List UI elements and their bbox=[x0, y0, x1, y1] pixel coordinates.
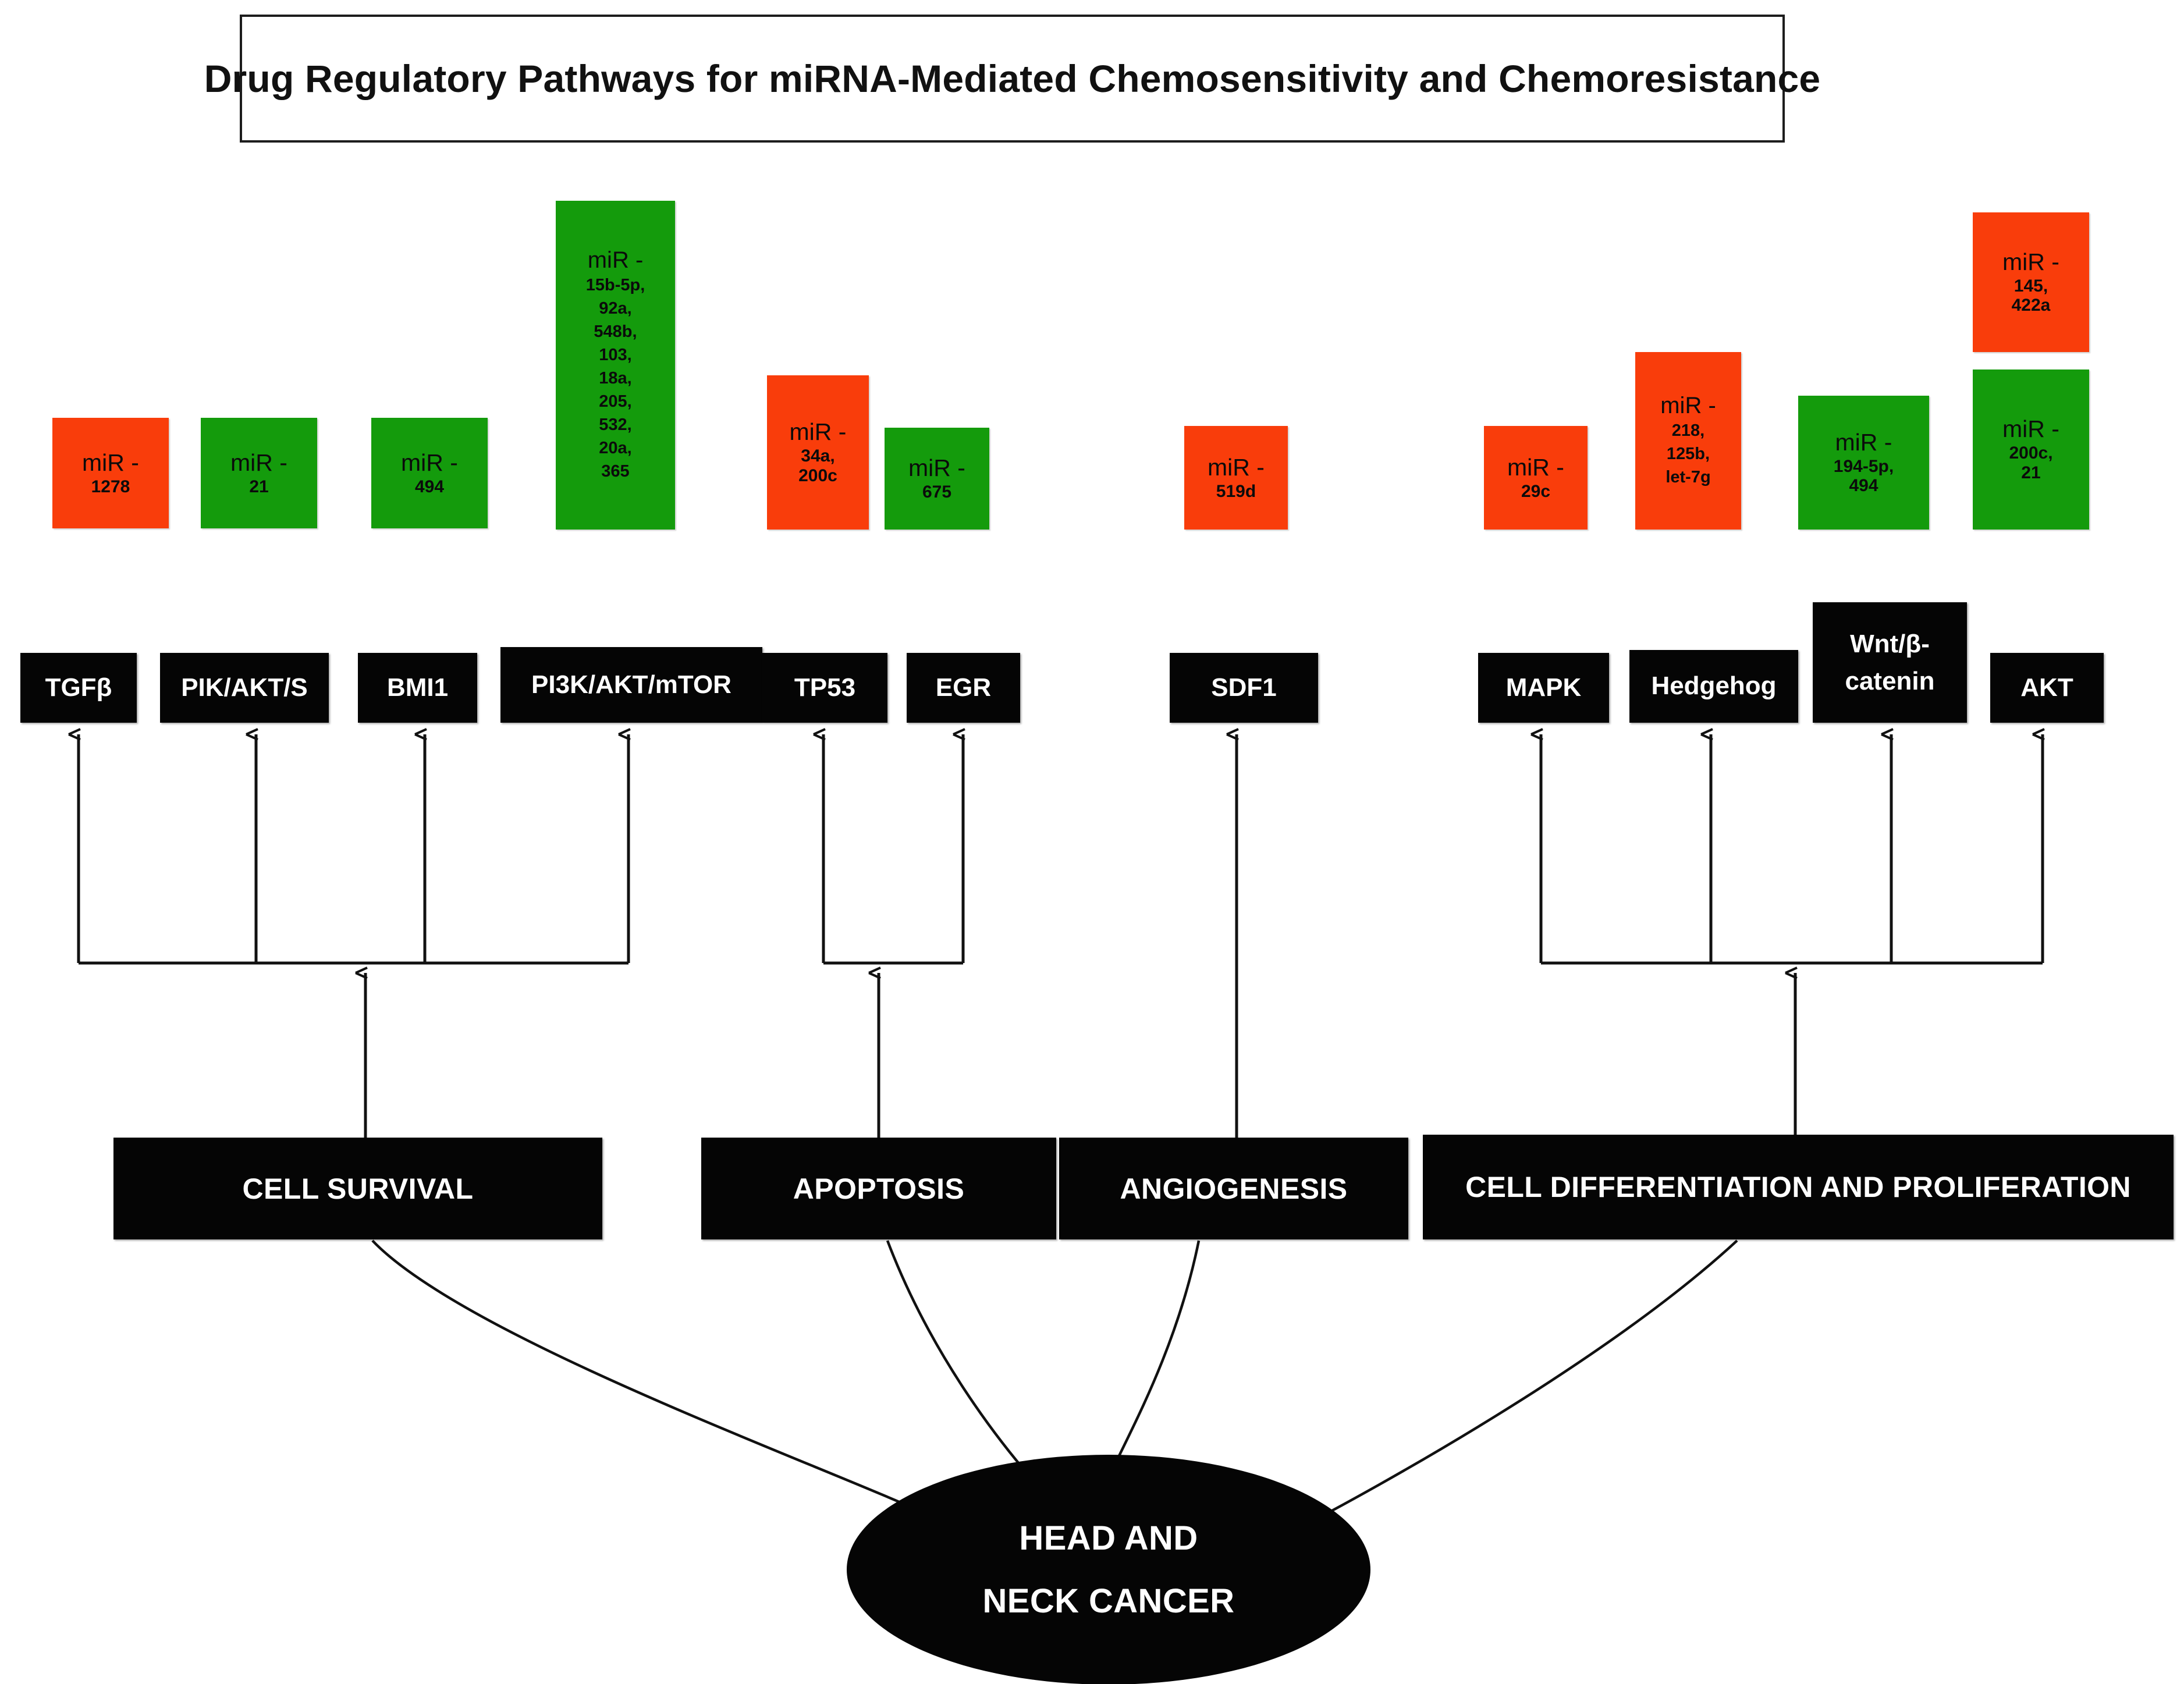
mirna-ids-label: 218,125b,let-7g bbox=[1665, 421, 1711, 487]
page-title: Drug Regulatory Pathways for miRNA-Media… bbox=[204, 57, 1821, 100]
mirna-head-label: miR - bbox=[1507, 453, 1564, 481]
pathway-box-pi3k-akt-mtor[interactable]: PI3K/AKT/mTOR bbox=[500, 647, 762, 723]
pathway-label: Wnt/β-catenin bbox=[1845, 629, 1935, 695]
mirna-box-mir-cellsurvival-panel[interactable]: miR - 15b-5p,92a,548b,103,18a,205,532,20a… bbox=[556, 201, 675, 530]
pathway-label: TP53 bbox=[794, 673, 856, 702]
mirna-head-label: miR - bbox=[2002, 415, 2059, 443]
mirna-ids-label: 200c,21 bbox=[2009, 443, 2053, 482]
mirna-box-mir-519d[interactable]: miR -519d bbox=[1184, 426, 1288, 530]
mirna-head-label: miR - bbox=[1835, 428, 1892, 456]
mirna-head-label: miR - bbox=[1208, 453, 1265, 481]
mirna-head-label: miR - bbox=[230, 449, 287, 476]
mirna-head-label: miR - bbox=[1660, 392, 1716, 418]
mirna-head-label: miR - bbox=[908, 454, 965, 482]
mirna-box-mir-1278[interactable]: miR -1278 bbox=[52, 418, 169, 528]
pathway-label: BMI1 bbox=[386, 673, 449, 702]
category-box-apoptosis[interactable]: APOPTOSIS bbox=[701, 1138, 1056, 1239]
pathway-label: SDF1 bbox=[1211, 673, 1277, 702]
pathway-label: PI3K/AKT/mTOR bbox=[531, 670, 731, 699]
pathway-box-hedgehog[interactable]: Hedgehog bbox=[1629, 650, 1798, 723]
head-and-neck-cancer-node[interactable]: HEAD AND NECK CANCER bbox=[847, 1455, 1370, 1684]
category-box-angiogenesis[interactable]: ANGIOGENESIS bbox=[1059, 1138, 1408, 1239]
diagram-title-box: Drug Regulatory Pathways for miRNA-Media… bbox=[204, 15, 1820, 143]
pathway-box-mapk[interactable]: MAPK bbox=[1478, 653, 1609, 723]
pathway-box-bmi1[interactable]: BMI1 bbox=[358, 653, 477, 723]
pathway-box-egr[interactable]: EGR bbox=[907, 653, 1020, 723]
mirna-box-mir-675[interactable]: miR -675 bbox=[885, 428, 989, 530]
mirna-box-mir-194-5p-494[interactable]: miR -194-5p,494 bbox=[1798, 396, 1929, 530]
mirna-box-mir-494[interactable]: miR -494 bbox=[371, 418, 488, 528]
mirna-box-mir-21[interactable]: miR -21 bbox=[201, 418, 317, 528]
mirna-box-mir-145-422a[interactable]: miR -145,422a bbox=[1973, 212, 2089, 352]
mirna-head-label: miR - bbox=[2002, 248, 2059, 275]
mirna-head-label: miR - bbox=[401, 449, 458, 476]
category-box-cell-diff-prolif[interactable]: CELL DIFFERENTIATION AND PROLIFERATION bbox=[1423, 1135, 2174, 1239]
category-box-cell-survival[interactable]: CELL SURVIVAL bbox=[113, 1138, 602, 1239]
cell-survival-arrow-group bbox=[68, 728, 631, 1138]
category-label: CELL SURVIVAL bbox=[242, 1172, 474, 1205]
mirna-ids-label: 494 bbox=[414, 477, 445, 496]
pathway-label: AKT bbox=[2020, 673, 2073, 702]
pathway-box-tp53[interactable]: TP53 bbox=[762, 653, 887, 723]
pathway-label: TGFβ bbox=[45, 673, 112, 702]
mirna-box-mir-34a-200c[interactable]: miR -34a,200c bbox=[767, 375, 869, 530]
pathway-label: MAPK bbox=[1505, 673, 1582, 702]
pathway-label: EGR bbox=[935, 673, 992, 702]
pathway-label: Hedgehog bbox=[1651, 672, 1777, 701]
cell-diff-arrow-group bbox=[1530, 728, 2045, 1135]
mirna-ids-label: 194-5p,494 bbox=[1833, 456, 1894, 496]
pathway-label: PIK/AKT/S bbox=[181, 673, 308, 702]
pathway-box-akt[interactable]: AKT bbox=[1990, 653, 2104, 723]
center-node-line2: NECK CANCER bbox=[982, 1582, 1235, 1620]
mirna-ids-label: 145,422a bbox=[2011, 276, 2051, 315]
mirna-ids-label: 34a,200c bbox=[798, 446, 837, 485]
mirna-box-mir-218-125b-let7g[interactable]: miR - 218,125b,let-7g bbox=[1635, 352, 1741, 530]
pathway-box-sdf1[interactable]: SDF1 bbox=[1170, 653, 1318, 723]
mirna-head-label: miR - bbox=[789, 418, 847, 446]
mirna-ids-label: 29c bbox=[1521, 481, 1551, 501]
mirna-head-label: miR - bbox=[587, 247, 644, 273]
mirna-ids-label: 21 bbox=[249, 477, 269, 496]
mirna-head-label: miR - bbox=[82, 449, 139, 476]
pathway-box-wnt-b-catenin[interactable]: Wnt/β-catenin bbox=[1813, 602, 1967, 723]
mirna-box-mir-29c[interactable]: miR -29c bbox=[1484, 426, 1588, 530]
center-node-line1: HEAD AND bbox=[1019, 1519, 1198, 1558]
category-label: APOPTOSIS bbox=[793, 1172, 965, 1205]
mirna-ids-label: 15b-5p,92a,548b,103,18a,205,532,20a,365 bbox=[585, 276, 645, 481]
mirna-ids-label: 1278 bbox=[91, 477, 130, 496]
mirna-box-mir-200c-21[interactable]: miR -200c,21 bbox=[1973, 370, 2089, 530]
pathway-box-pik-akt-s[interactable]: PIK/AKT/S bbox=[160, 653, 329, 723]
apoptosis-arrow-group bbox=[813, 728, 965, 1138]
category-label: CELL DIFFERENTIATION AND PROLIFERATION bbox=[1465, 1171, 2131, 1203]
mirna-ids-label: 519d bbox=[1216, 481, 1256, 501]
pathway-box-tgfb[interactable]: TGFβ bbox=[20, 653, 137, 723]
category-label: ANGIOGENESIS bbox=[1120, 1172, 1348, 1205]
mirna-ids-label: 675 bbox=[922, 482, 952, 502]
